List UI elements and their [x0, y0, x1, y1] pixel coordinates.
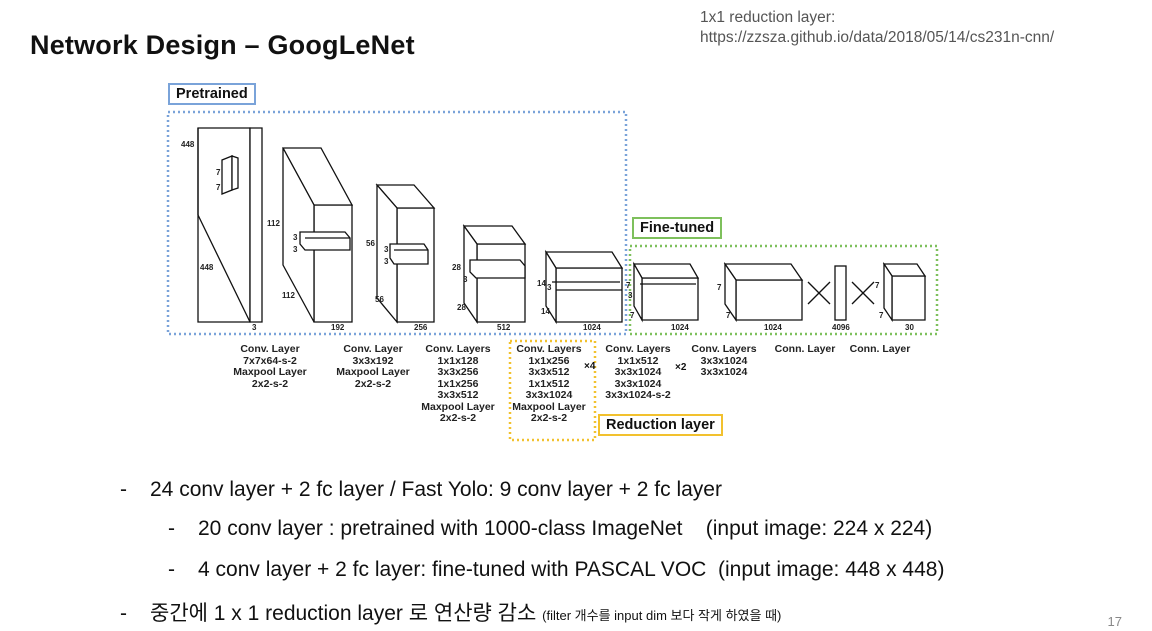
- block5-side: [545, 249, 557, 325]
- input-image-face: [249, 127, 263, 323]
- bullet-2: -20 conv layer : pretrained with 1000-cl…: [168, 517, 933, 540]
- bullet-1: -24 conv layer + 2 fc layer / Fast Yolo:…: [120, 478, 722, 501]
- dim-7c: 7: [626, 281, 631, 290]
- dim-7g: 7: [875, 281, 880, 290]
- dim-28-top: 28: [452, 263, 461, 272]
- dim-14-side: 14: [541, 307, 550, 316]
- dim-3d: 3: [384, 245, 389, 254]
- dim-3f: 3: [463, 275, 468, 284]
- dim-1024-a: 1024: [583, 323, 601, 332]
- dim-56-side: 56: [375, 295, 384, 304]
- dim-3h: 3: [628, 291, 633, 300]
- finetuned-tag: Fine-tuned: [632, 217, 723, 239]
- block5-top: [544, 251, 624, 269]
- block3-front: [396, 207, 435, 323]
- dim-3b: 3: [293, 233, 298, 242]
- dim-7h: 7: [879, 311, 884, 320]
- dim-7d: 7: [630, 311, 635, 320]
- block2-kernel: [299, 231, 351, 251]
- bullet-4-note: (filter 개수를 input dim 보다 작게 하였을 때): [542, 608, 782, 623]
- block2-front: [313, 204, 353, 323]
- dim-3-input: 3: [252, 323, 257, 332]
- dim-4096: 4096: [832, 323, 850, 332]
- dim-1024-c: 1024: [764, 323, 782, 332]
- block5-front: [555, 267, 623, 323]
- bullet-dash: -: [168, 517, 175, 540]
- bullet-dash: -: [120, 478, 127, 501]
- block6-side: [633, 261, 643, 323]
- page-number: 17: [1107, 614, 1122, 629]
- block4-kernel: [469, 259, 526, 279]
- block7-side: [724, 261, 737, 323]
- dim-3g: 3: [547, 283, 552, 292]
- dim-1024-b: 1024: [671, 323, 689, 332]
- dim-7a: 7: [216, 168, 221, 177]
- dim-56-top: 56: [366, 239, 375, 248]
- dim-3c: 3: [293, 245, 298, 254]
- yolo-architecture-diagram: 448 7 7 448 3 112 3 3 112 192 56 3 3 56 …: [166, 110, 939, 442]
- pretrained-tag: Pretrained: [168, 83, 256, 105]
- block4-side: [463, 223, 478, 325]
- block4-front: [476, 243, 526, 323]
- bullet-4: -중간에 1 x 1 reduction layer 로 연산량 감소 (fil…: [120, 602, 782, 625]
- repeat-x2: ×2: [675, 362, 687, 373]
- dim-112-top: 112: [267, 219, 280, 228]
- dim-7b: 7: [216, 183, 221, 192]
- reduction-layer-tag: Reduction layer: [598, 414, 723, 436]
- block3-kernel: [389, 243, 429, 265]
- dim-28-side: 28: [457, 303, 466, 312]
- reduction-region: [508, 339, 597, 442]
- reference-link[interactable]: https://zzsza.github.io/data/2018/05/14/…: [700, 29, 1055, 46]
- dim-256: 256: [414, 323, 428, 332]
- dim-7e: 7: [717, 283, 722, 292]
- output-side: [883, 261, 893, 323]
- finetuned-region: [628, 244, 939, 336]
- slide-title: Network Design – GoogLeNet: [30, 30, 415, 60]
- dim-512: 512: [497, 323, 511, 332]
- layer-label-8: Conn. Layer: [849, 343, 911, 355]
- block7-top: [723, 263, 804, 281]
- dim-30: 30: [905, 323, 914, 332]
- layer-label-7: Conn. Layer: [774, 343, 836, 355]
- dim-192: 192: [331, 323, 345, 332]
- dim-3e: 3: [384, 257, 389, 266]
- dim-7f: 7: [726, 311, 731, 320]
- bullet-dash: -: [168, 558, 175, 581]
- block3-side: [376, 183, 398, 324]
- dim-14-top: 14: [537, 279, 546, 288]
- output-front: [891, 275, 926, 321]
- dim-448-side: 448: [200, 263, 214, 272]
- dim-448-top: 448: [181, 140, 195, 149]
- reference-line-1: 1x1 reduction layer:: [700, 9, 836, 26]
- reference-note: 1x1 reduction layer: https://zzsza.githu…: [700, 8, 1054, 48]
- fc-4096-bar: [834, 265, 847, 321]
- block7-front: [735, 279, 803, 321]
- block6-top: [632, 263, 700, 279]
- bullet-3: -4 conv layer + 2 fc layer: fine-tuned w…: [168, 558, 945, 581]
- block2-side: [282, 147, 315, 323]
- repeat-x4: ×4: [584, 361, 596, 372]
- input-kernel: [221, 155, 233, 195]
- dim-112-side: 112: [282, 291, 295, 300]
- input-image-slab: [197, 127, 251, 323]
- bullet-dash: -: [120, 602, 127, 625]
